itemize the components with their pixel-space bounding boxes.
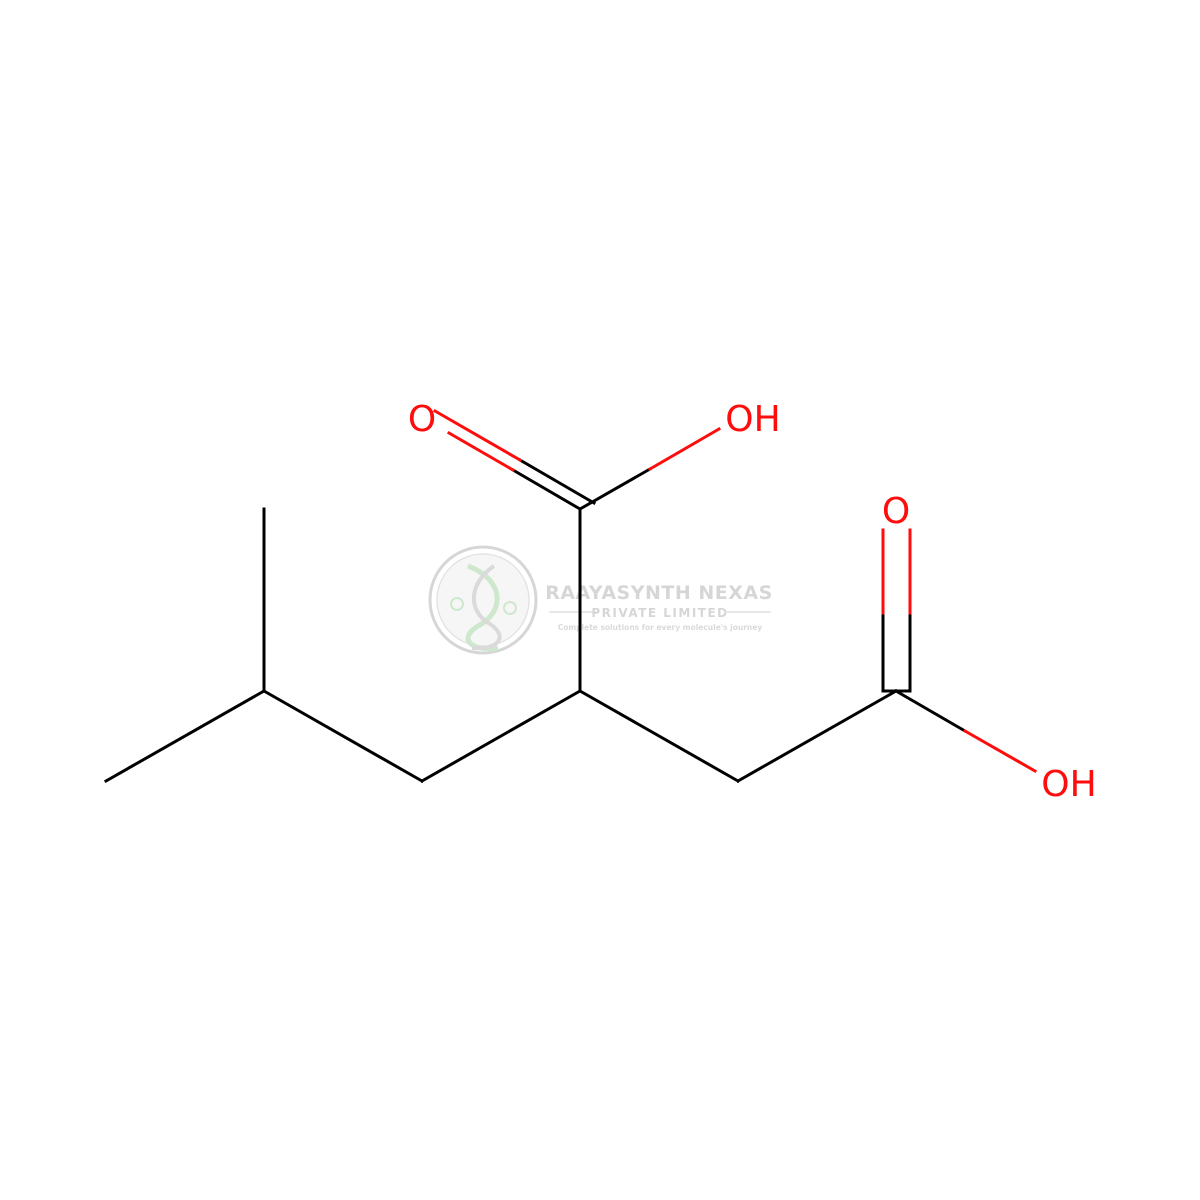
watermark-logo-inner [436,553,530,647]
bond-c-o-double-2a [517,457,597,506]
atom-hydroxyl-upper: OH [725,399,780,440]
bond-ch2-alpha [419,688,583,784]
watermark-logo-ring [428,545,538,655]
hexagon-node-icon [450,597,464,611]
watermark-subtitle: PRIVATE LIMITED [591,606,728,620]
bond-c-oh-upper-b [647,426,722,472]
atom-hydroxyl-right: OH [1041,764,1096,805]
bond-alpha-ch2 [577,688,741,784]
bond-ch-ch2 [261,688,425,784]
hexagon-node-icon [503,601,517,615]
bond-c-oh-upper-a [577,466,653,512]
helix-strand-icon [471,564,502,651]
bond-methyl-left [103,688,267,784]
atom-oxygen-carbonyl-upper: O [408,399,436,440]
watermark: RAAYASYNTH NEXAS PRIVATE LIMITED Complet… [428,545,773,655]
bond-c-oh-lower-a [893,688,968,734]
bond-c-o-double-1b [446,430,516,473]
bond-c-oh-lower-b [962,728,1038,774]
bond-ch2-carboxyl [735,688,899,784]
bond-c-o-double-2b [432,408,523,463]
watermark-title: RAAYASYNTH NEXAS [545,582,773,604]
atom-oxygen-carbonyl-right: O [882,491,910,532]
watermark-tagline: Complete solutions for every molecule's … [558,623,763,632]
bond-c-o-double-1a [510,467,583,512]
